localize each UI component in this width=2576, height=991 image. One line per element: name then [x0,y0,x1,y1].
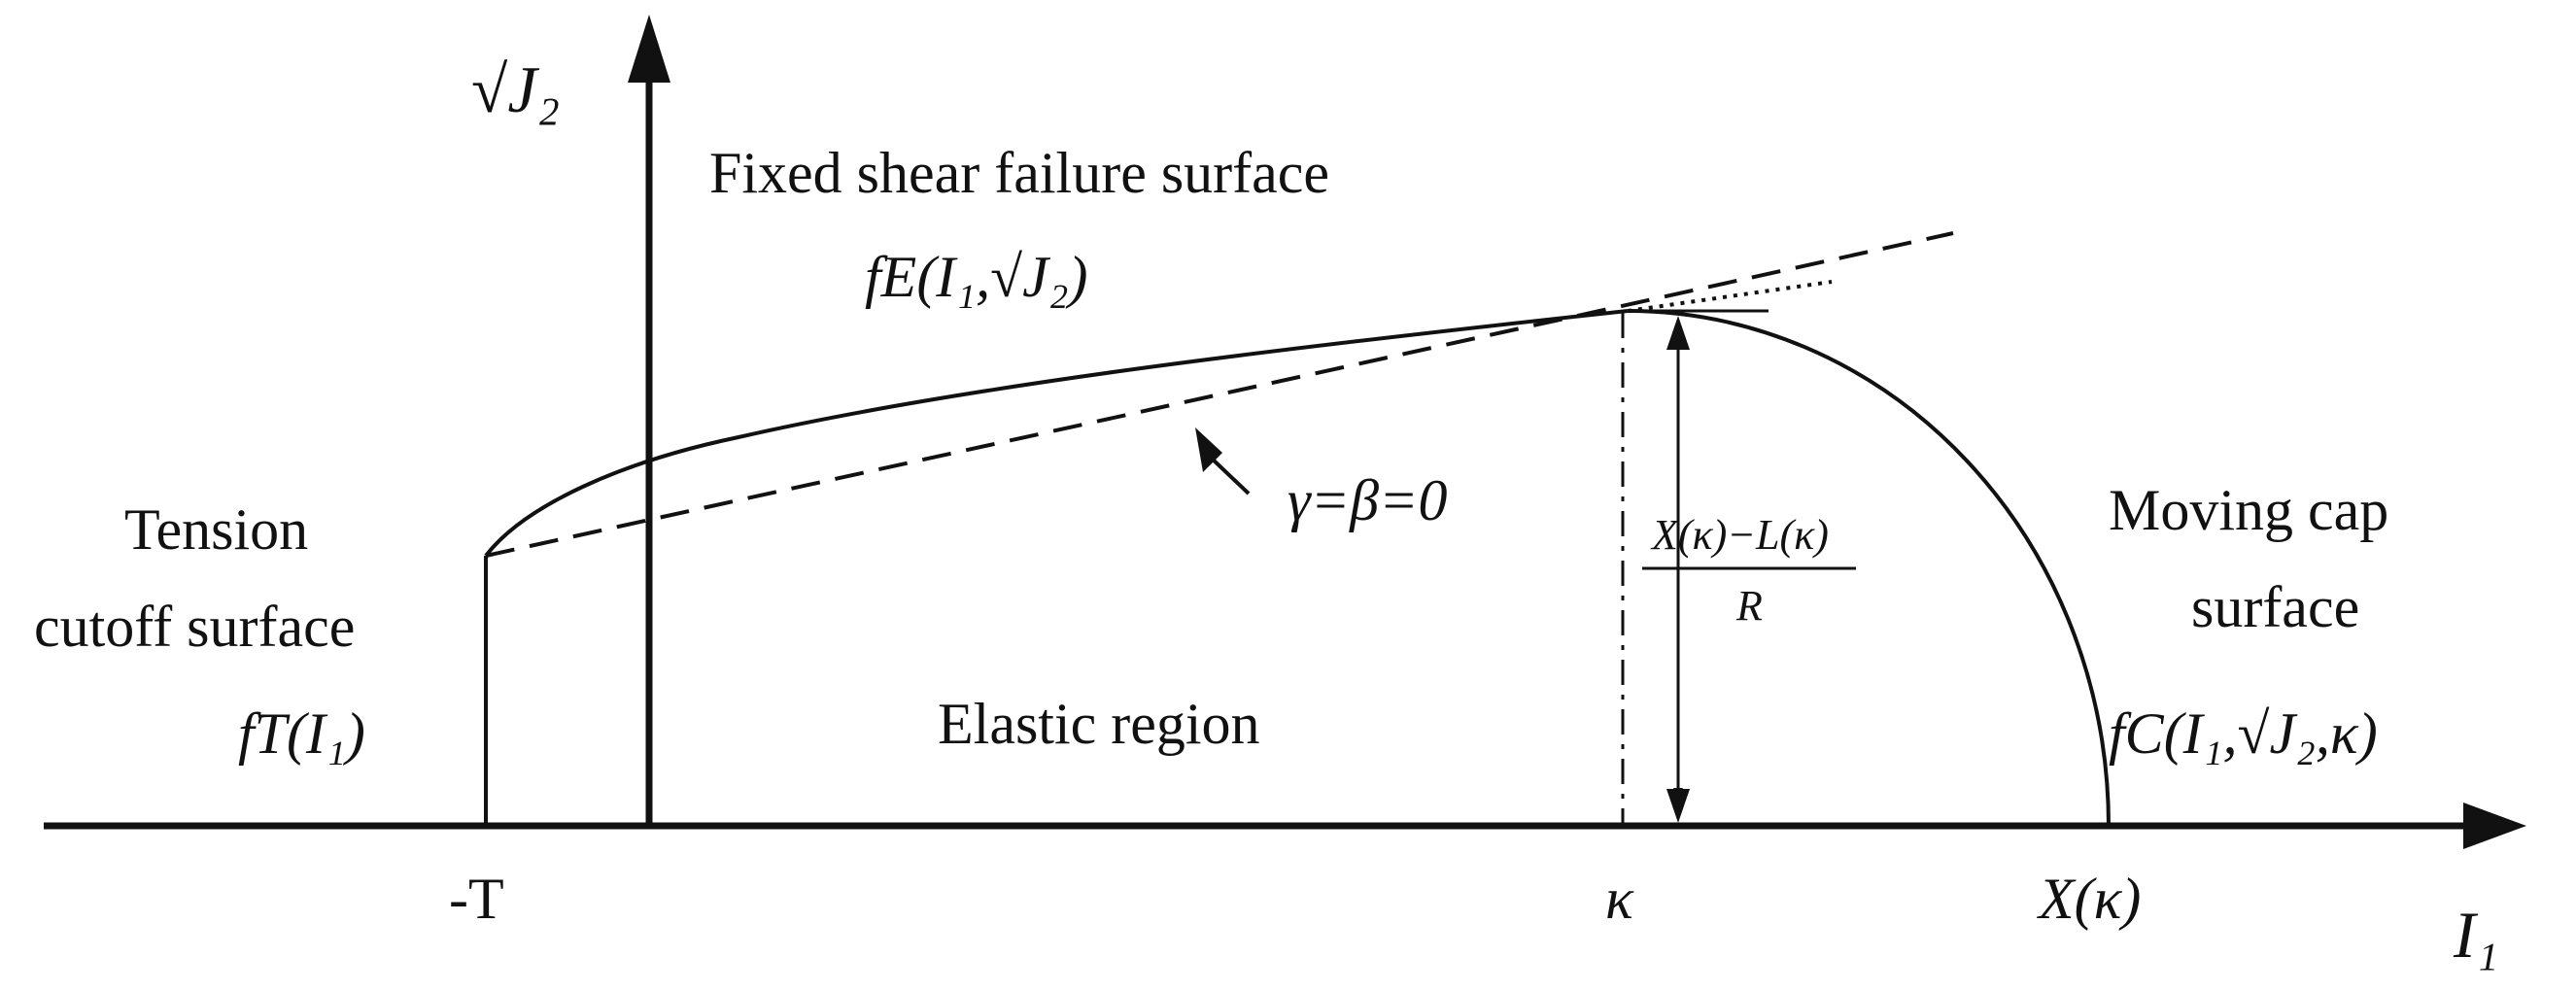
x-axis-arrow [2463,803,2526,849]
cap-label-line2: surface [2191,575,2359,639]
linear-surface-dashed [485,231,1954,558]
gamma-beta-pointer [1208,455,1251,496]
tick-kappa: κ [1605,867,1634,931]
tension-label-line1: Tension [124,497,308,562]
shear-surface-function: fE(I₁,√J₂) [865,245,1088,309]
y-axis-arrow [628,15,670,83]
tension-function: fT(I₁) [238,701,365,766]
cap-label-line1: Moving cap [2109,478,2388,542]
gamma-beta-pointer-head [1195,427,1222,472]
elastic-region-label: Elastic region [938,692,1260,756]
tension-label-line2: cutoff surface [34,595,355,659]
shear-failure-curve [484,309,1629,558]
y-axis-label: √J₂ [471,52,560,126]
fraction-denominator: R [1735,582,1763,630]
tick-neg-t: -T [449,867,504,931]
shear-surface-title: Fixed shear failure surface [709,141,1329,205]
tangent-dotted [1627,280,1833,313]
cap-surface-curve [1627,309,2111,827]
cap-height-arrow-top [1666,316,1690,350]
x-axis-label: I₁ [2453,898,2498,972]
cap-height-arrow-bottom [1666,789,1690,823]
tick-x-kappa: X(κ) [2037,867,2141,931]
cap-function: fC(I₁,√J₂,κ) [2109,701,2378,766]
fraction-numerator: X(κ)−L(κ) [1650,511,1829,559]
gamma-beta-label: γ=β=0 [1288,468,1448,532]
